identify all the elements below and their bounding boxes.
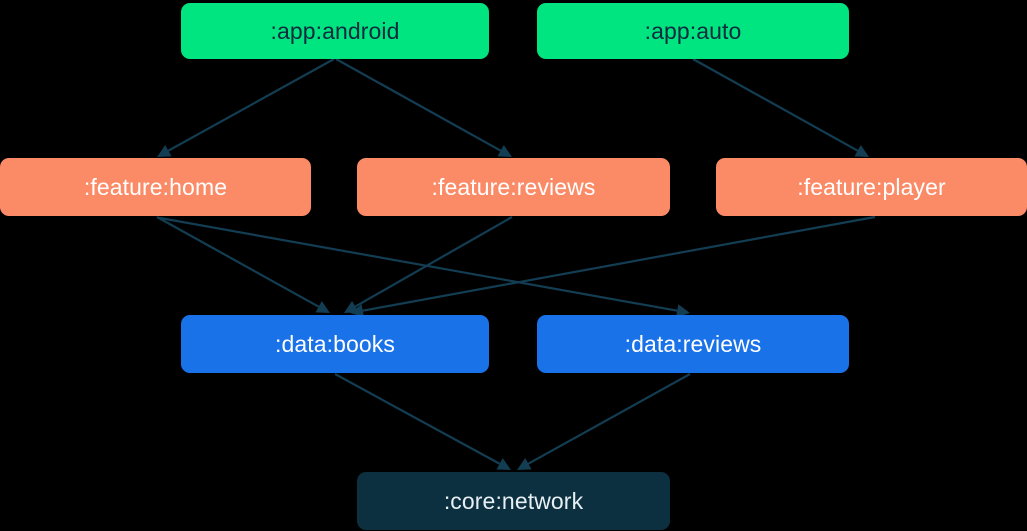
node-core-network[interactable]: :core:network xyxy=(357,472,670,530)
node-label: :core:network xyxy=(443,487,584,514)
arrowhead-feature-reviews-to-data-books xyxy=(344,300,359,313)
arrowhead-app-android-to-feature-reviews xyxy=(497,144,512,157)
edge-app-android-to-feature-reviews xyxy=(335,58,502,152)
edge-data-reviews-to-core-network xyxy=(527,373,691,465)
edge-app-android-to-feature-home xyxy=(167,58,335,152)
edge-feature-home-to-data-reviews xyxy=(159,216,678,312)
node-label: :app:auto xyxy=(644,17,742,44)
node-label: :data:books xyxy=(274,330,396,357)
node-label: :feature:home xyxy=(83,173,228,200)
node-label: :data:reviews xyxy=(624,330,762,357)
arrowhead-app-auto-to-feature-player xyxy=(854,144,869,157)
node-data-reviews[interactable]: :data:reviews xyxy=(537,315,849,373)
node-feature-home[interactable]: :feature:home xyxy=(0,158,311,216)
node-data-books[interactable]: :data:books xyxy=(181,315,489,373)
edge-data-books-to-core-network xyxy=(334,373,501,465)
edge-app-auto-to-feature-player xyxy=(692,58,859,152)
arrowhead-app-android-to-feature-home xyxy=(157,145,172,157)
edge-feature-home-to-data-books xyxy=(156,216,320,308)
edge-feature-reviews-to-data-books xyxy=(354,216,513,308)
node-feature-player[interactable]: :feature:player xyxy=(716,158,1027,216)
node-label: :app:android xyxy=(270,17,400,44)
arrowhead-feature-home-to-data-books xyxy=(315,301,330,313)
node-label: :feature:player xyxy=(797,173,946,200)
arrowhead-data-books-to-core-network xyxy=(496,458,511,470)
node-feature-reviews[interactable]: :feature:reviews xyxy=(357,158,670,216)
node-app-auto[interactable]: :app:auto xyxy=(537,3,849,59)
arrowhead-data-reviews-to-core-network xyxy=(517,458,532,470)
node-label: :feature:reviews xyxy=(431,173,596,200)
node-app-android[interactable]: :app:android xyxy=(181,3,489,59)
edge-feature-player-to-data-books xyxy=(362,215,876,312)
